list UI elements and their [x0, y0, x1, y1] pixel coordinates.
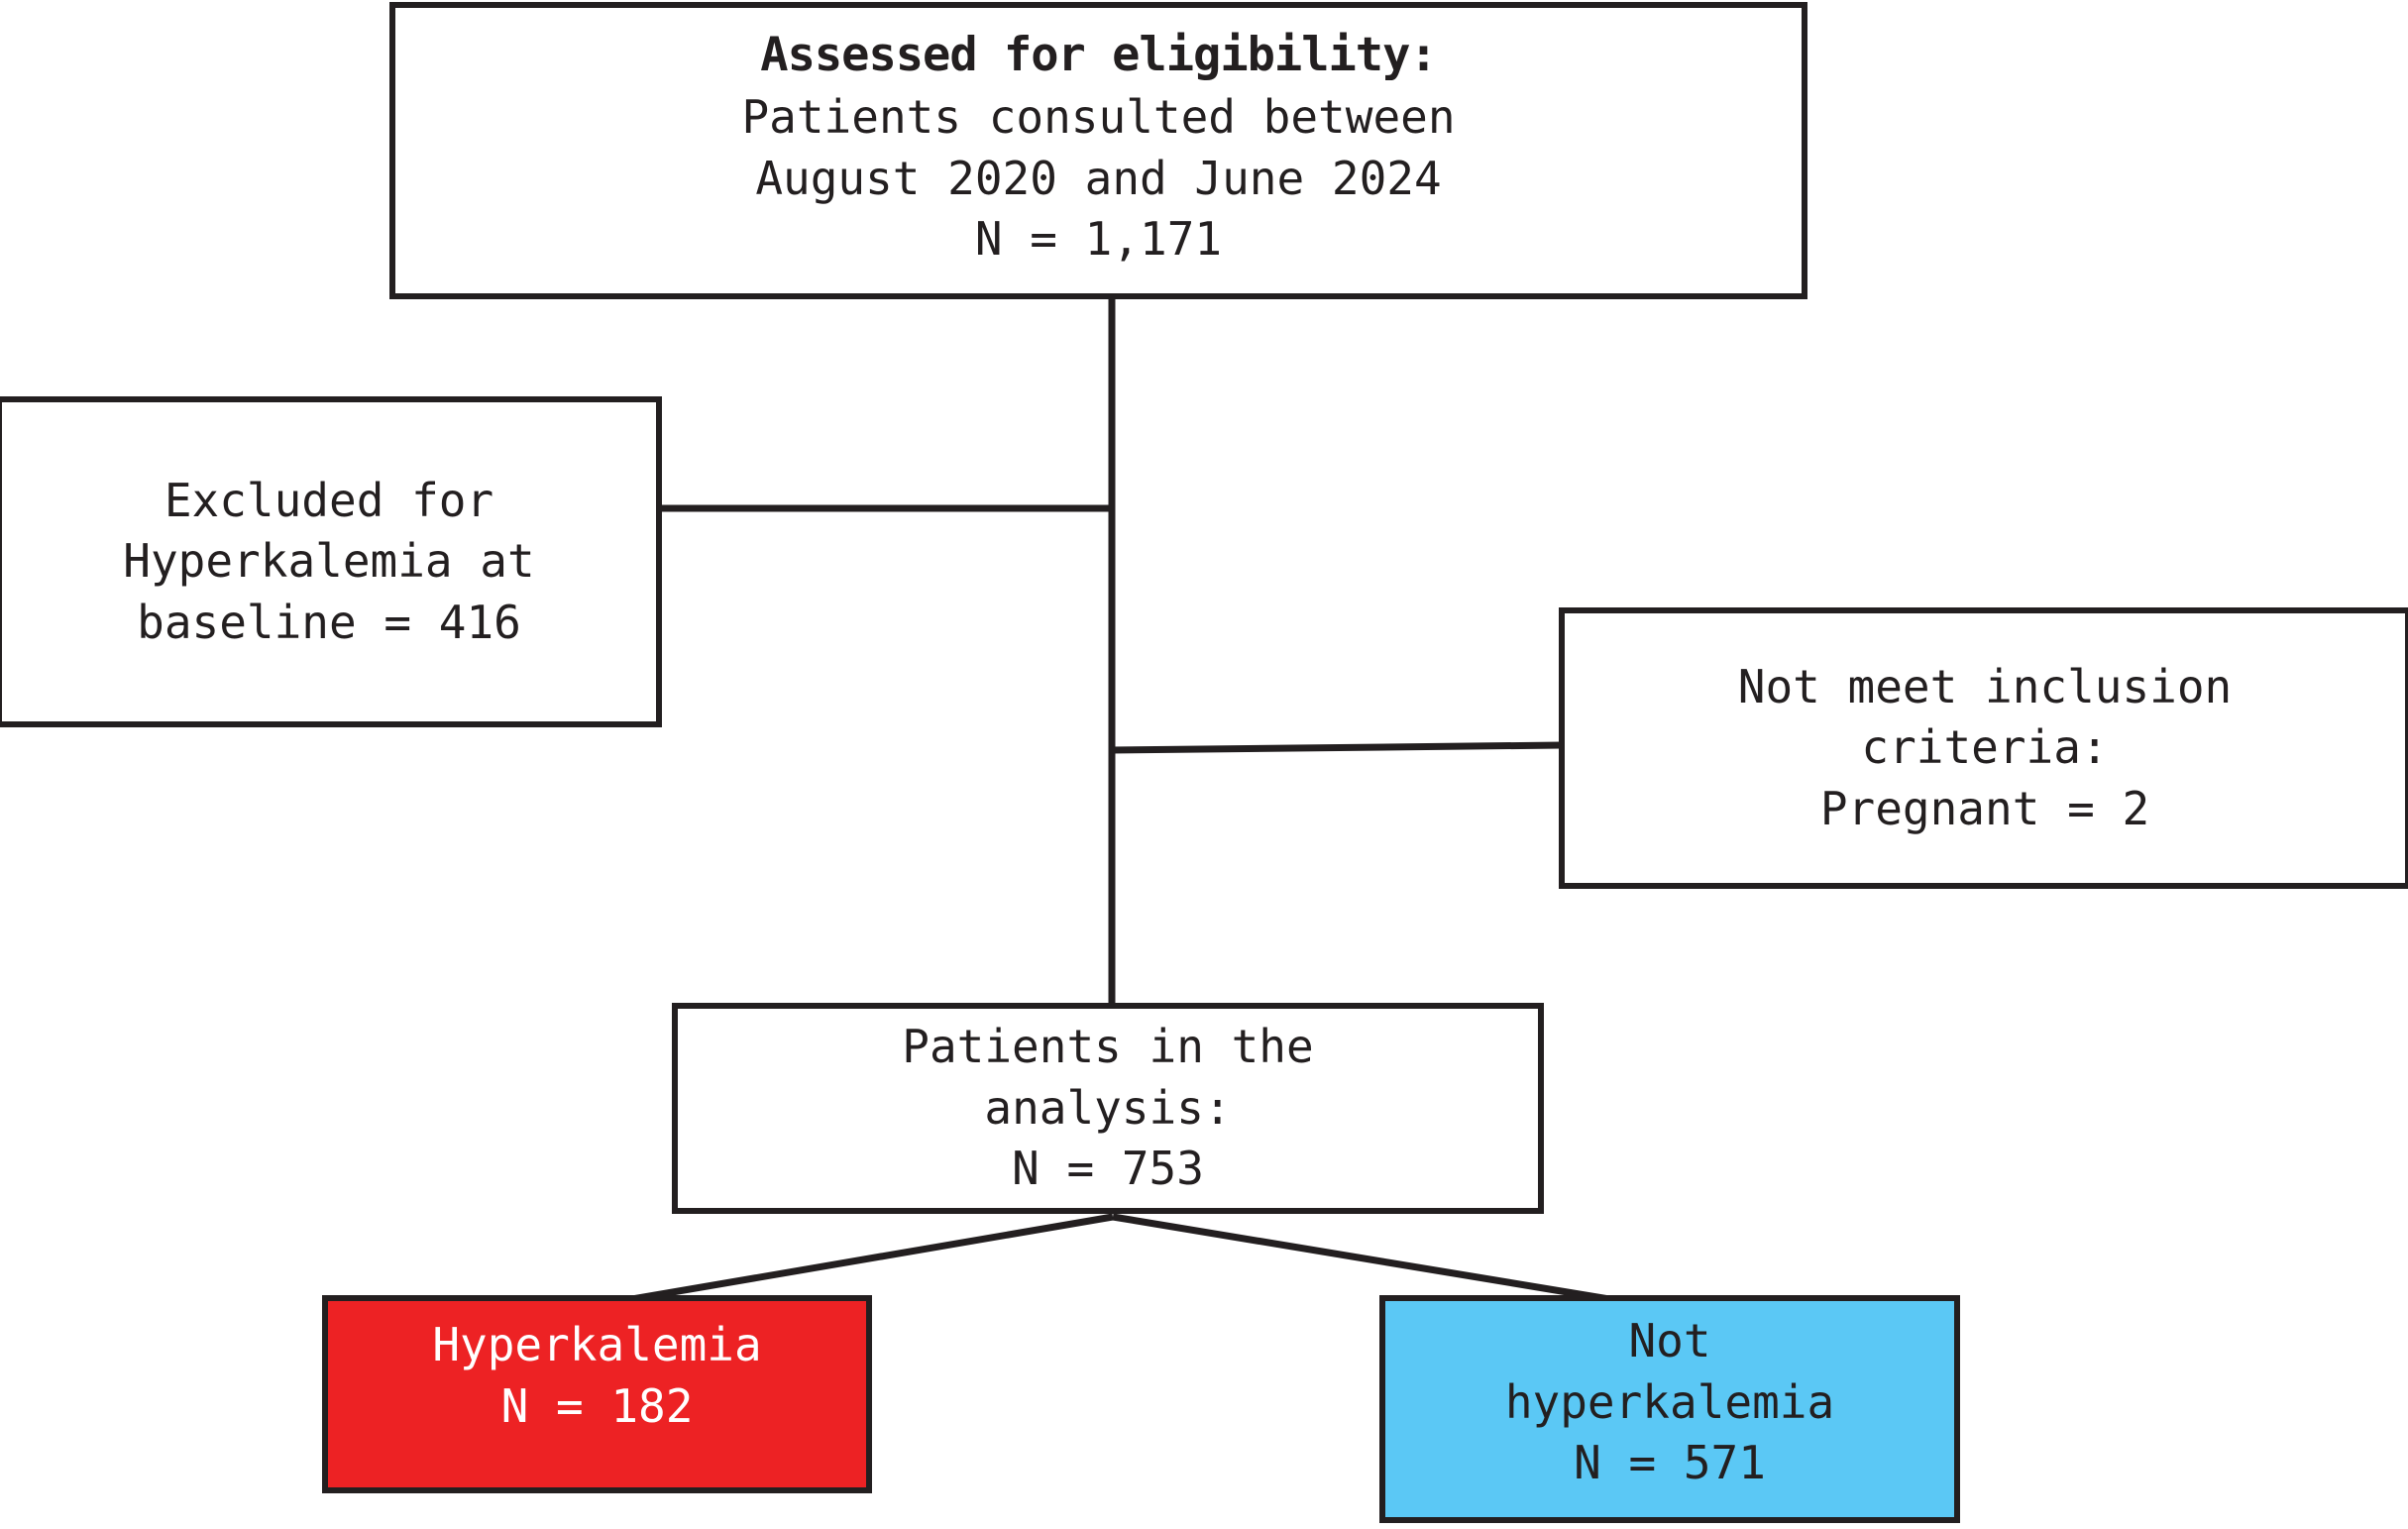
node-count: N = 1,171 — [974, 212, 1223, 267]
node-count: N = 753 — [1012, 1142, 1204, 1196]
node-line-1: Not — [1628, 1314, 1711, 1367]
node-line-1: Not meet inclusion — [1737, 659, 2233, 713]
node-outcome-not-hyperkalemia: Not hyperkalemia N = 571 — [1379, 1295, 1960, 1523]
node-assessed-for-eligibility: Assessed for eligibility: Patients consu… — [389, 2, 1807, 299]
node-line-2: criteria: — [1861, 720, 2109, 775]
edge-analysis-to-not-hyperkalemia — [1112, 1213, 1616, 1304]
node-line-2: Hyperkalemia at — [123, 534, 535, 589]
node-count: Pregnant = 2 — [1819, 781, 2150, 835]
node-line-2: analysis: — [984, 1080, 1232, 1135]
node-line-1: Excluded for — [164, 473, 494, 527]
node-outcome-hyperkalemia: Hyperkalemia N = 182 — [322, 1295, 872, 1493]
node-line-2: August 2020 and June 2024 — [755, 151, 1442, 205]
node-line-1: Hyperkalemia — [432, 1318, 762, 1371]
node-patients-in-analysis: Patients in the analysis: N = 753 — [672, 1003, 1544, 1214]
node-line-1: Patients consulted between — [741, 90, 1456, 145]
node-excluded-hyperkalemia-baseline: Excluded for Hyperkalemia at baseline = … — [0, 396, 662, 727]
node-count: N = 182 — [500, 1378, 694, 1433]
node-line-1: Patients in the — [902, 1020, 1314, 1074]
node-line-2: hyperkalemia — [1504, 1374, 1835, 1429]
node-count: N = 571 — [1574, 1436, 1766, 1490]
node-not-meet-inclusion-criteria: Not meet inclusion criteria: Pregnant = … — [1559, 607, 2408, 889]
edge-eligibility-to-inclusion — [1109, 741, 1563, 754]
edge-analysis-to-hyperkalemia — [625, 1213, 1114, 1304]
node-title: Assessed for eligibility: — [760, 28, 1437, 83]
node-count: baseline = 416 — [137, 595, 521, 649]
